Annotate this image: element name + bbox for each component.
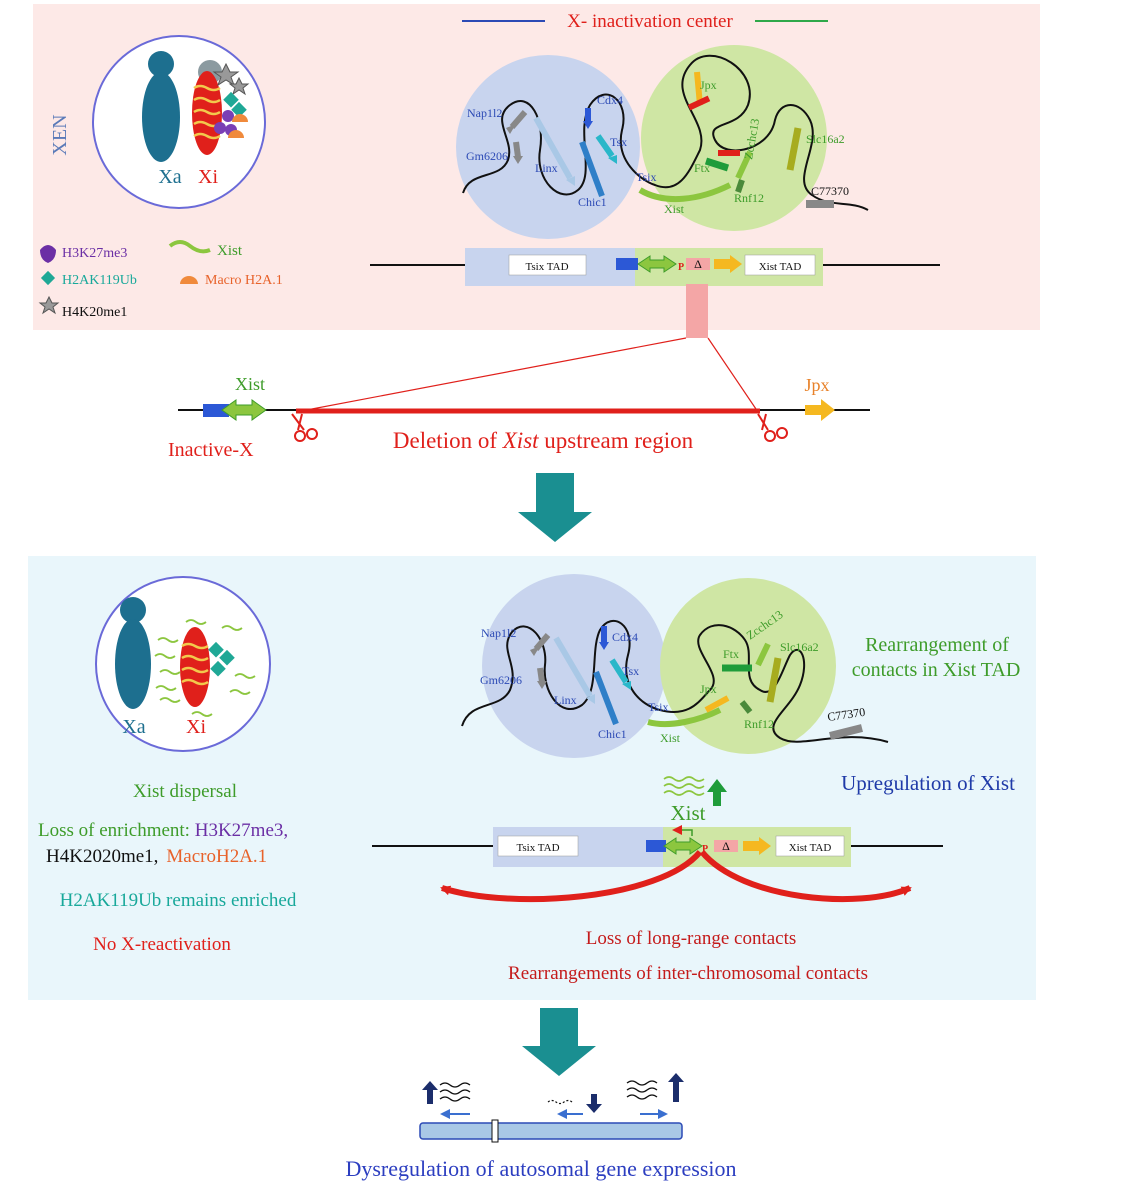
autosome-bar: [419, 1122, 683, 1140]
xa-chromosome-bottom: [115, 619, 151, 709]
gene-c77370-bottom: C77370: [826, 705, 866, 724]
gene-xist-top: Xist: [664, 202, 685, 216]
delta-label-bottom: Δ: [722, 839, 730, 853]
up-arrow-left-icon: [422, 1081, 438, 1104]
deletion-xist-label: Xist: [235, 374, 265, 394]
promoter-label-bottom: P: [702, 844, 708, 855]
up-arrow-right-icon: [668, 1073, 684, 1102]
gene-rnf12-top: Rnf12: [734, 191, 764, 205]
deletion-jpx-label: Jpx: [804, 375, 829, 395]
scissors-right-icon: [757, 413, 788, 442]
gene-rnf12-bottom: Rnf12: [744, 717, 774, 731]
xa-chromosome: [142, 51, 180, 162]
gene-chic1-top: Chic1: [578, 195, 607, 209]
h3k27me3-icon: [40, 245, 56, 263]
nucleus-top: Xa Xi: [92, 35, 266, 209]
gene-ftx-top: Ftx: [694, 161, 710, 175]
xa-label: Xa: [158, 166, 181, 188]
xi-chromosome: [192, 60, 222, 155]
h4k20me1-icon: [38, 295, 60, 315]
promoter-label-top: P: [678, 262, 684, 273]
xa-label-bottom: Xa: [122, 716, 145, 738]
upregulation-label: Upregulation of Xist: [841, 771, 1015, 795]
no-x-reactivation-label: No X-reactivation: [93, 934, 231, 955]
gene-jpx-top: Jpx: [700, 78, 717, 92]
xa-chromosome-head-bottom: [120, 597, 146, 623]
chromatin-fiber-bottom: [461, 619, 889, 743]
xist-dispersal-label: Xist dispersal: [133, 781, 237, 802]
contact-arc-left: [440, 850, 703, 903]
gene-slc16a2-bottom: Slc16a2: [780, 640, 819, 654]
jpx-arrow-icon: [805, 399, 835, 421]
macroh2a-icon: [180, 276, 198, 284]
footer-caption: Dysregulation of autosomal gene expressi…: [345, 1156, 736, 1181]
h2ak119ub-remains-label: H2AK119Ub remains enriched: [60, 890, 297, 911]
gene-cdx4-top: Cdx4: [597, 93, 623, 107]
gene-xist-bottom: Xist: [660, 731, 681, 745]
xi-label-bottom: Xi: [186, 716, 206, 738]
inactive-x-label: Inactive-X: [168, 439, 254, 461]
gene-gm6206-bottom: Gm6206: [480, 673, 522, 687]
histone-marks-cluster: [212, 62, 250, 138]
side-label-xen: XEN: [49, 114, 71, 155]
gene-gm6206-top: Gm6206: [466, 149, 508, 163]
deletion-row: Xist Jpx Inactive-X Deletion of Xist ups…: [168, 374, 870, 461]
xist-big-label: Xist: [670, 801, 705, 825]
gene-ftx-bottom: Ftx: [723, 647, 739, 661]
xist-rna-stack-icon: [663, 776, 705, 796]
autosome-diagram: [419, 1073, 684, 1143]
inter-chromosomal-label: Rearrangements of inter-chromosomal cont…: [508, 963, 868, 984]
gene-nap1l2-bottom: Nap1l2: [481, 626, 516, 640]
gene-slc16a2-top: Slc16a2: [806, 132, 845, 146]
loss-long-range-label: Loss of long-range contacts: [586, 928, 797, 949]
gene-linx-bottom: Linx: [554, 693, 577, 707]
contact-arc-right: [699, 850, 912, 903]
gene-jpx-bottom: Jpx: [700, 682, 717, 696]
down-arrow-middle-icon: [586, 1094, 602, 1113]
loss-of-enrichment-line1: Loss of enrichment: H3K27me3,: [38, 820, 288, 841]
gene-nap1l2-top: Nap1l2: [467, 106, 502, 120]
xi-label: Xi: [198, 166, 218, 188]
flow-arrow-down-2: [522, 1008, 596, 1076]
gene-tsix-top: Tsix: [636, 170, 657, 184]
scissors-left-icon: [291, 413, 318, 442]
delta-label-top: Δ: [694, 257, 702, 271]
rearrangement-label-line2: contacts in Xist TAD: [852, 659, 1021, 681]
gene-tsx-bottom: Tsx: [622, 664, 639, 678]
tsix-tad-label-top: Tsix TAD: [525, 261, 568, 273]
tad-map-bottom: Tsix TAD Xist TAD P Δ: [372, 825, 943, 867]
legend: H3K27me3 Xist H2AK119Ub Macro H2A.1 H4K2…: [38, 240, 283, 320]
xist-tad-label-top: Xist TAD: [759, 261, 802, 273]
xist-tad-label-bottom: Xist TAD: [789, 842, 832, 854]
tsix-tad-label-bottom: Tsix TAD: [516, 842, 559, 854]
upregulation-up-arrow: [707, 779, 727, 806]
xic-title: X- inactivation center: [567, 11, 733, 32]
gene-cdx4-bottom: Cdx4: [612, 630, 638, 644]
dispersed-xist-rna: [154, 619, 256, 717]
gene-c77370-top: C77370: [811, 184, 849, 198]
legend-h2ak119ub: H2AK119Ub: [62, 273, 137, 288]
nucleus-bottom: Xa Xi: [95, 576, 271, 752]
flow-arrow-down-1: [518, 473, 592, 542]
h2ak119ub-icon: [40, 270, 56, 286]
deletion-caption: Deletion of Xist upstream region: [393, 428, 694, 453]
loss-of-enrichment-line2: H4K2020me1,MacroH2A.1: [46, 846, 267, 867]
xist-rna-icon: [168, 240, 211, 254]
xist-tad-circle-top: [641, 45, 827, 231]
legend-macroh2a: Macro H2A.1: [205, 273, 283, 288]
zoom-line-right: [707, 337, 759, 413]
gene-linx-top: Linx: [535, 161, 558, 175]
deletion-highlight-bar: [686, 284, 708, 338]
centromere: [491, 1119, 499, 1143]
legend-h4k20me1: H4K20me1: [62, 305, 127, 320]
xi-chromosome-bottom: [180, 627, 210, 707]
gene-tsx-top: Tsx: [610, 135, 627, 149]
legend-xist: Xist: [217, 243, 243, 259]
zoom-line-left: [295, 337, 687, 413]
gene-chic1-bottom: Chic1: [598, 727, 627, 741]
legend-h3k27me3: H3K27me3: [62, 246, 127, 261]
rearrangement-label-line1: Rearrangement of: [865, 634, 1009, 656]
tad-map-top: Tsix TAD Xist TAD P Δ: [370, 248, 940, 286]
gene-tsix-bottom: Tsix: [648, 700, 669, 714]
